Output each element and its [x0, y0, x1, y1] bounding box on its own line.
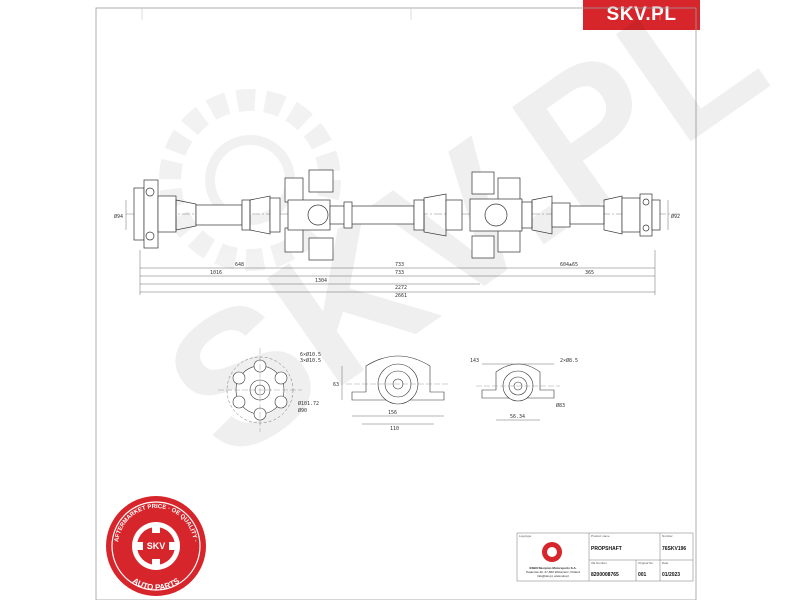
dim-label: 1304: [315, 278, 327, 284]
dim-label: Ø90: [298, 407, 307, 414]
product-value: PROPSHAFT: [591, 546, 622, 552]
side-dimensions: [125, 200, 669, 295]
watermark-gear-icon: [159, 89, 341, 271]
brand-logo[interactable]: SKV.PL: [583, 0, 700, 30]
center-bearing-1-view: [341, 355, 450, 425]
company-label: Logotype: [519, 534, 532, 538]
dim-label: 365: [585, 270, 594, 276]
dim-label: 143: [470, 358, 479, 364]
company-logo-icon: [542, 542, 562, 562]
dim-label: 2272: [395, 285, 407, 291]
propshaft-side-view: [126, 169, 680, 261]
company-web: info@skv.pl, www.skv.pl: [537, 574, 569, 578]
date-label: Date: [662, 561, 669, 565]
original-value: 001: [638, 572, 647, 578]
sheet-border: [95, 7, 697, 600]
dim-label: 3×Ø10.5: [300, 357, 321, 364]
flange-dimension-labels: 6×Ø10.5 3×Ø10.5 Ø101.72 Ø90: [298, 351, 321, 414]
flange-front-view: [218, 348, 302, 432]
dim-label: 110: [390, 426, 399, 432]
brand-label: SKV.PL: [606, 4, 677, 25]
company-address: Papierów 40, 27-600 Wolomierz, Poland: [526, 570, 580, 574]
seal-gear-icon: [137, 527, 175, 565]
dim-label: 733: [395, 270, 404, 276]
number-label: Number: [662, 534, 673, 538]
dim-label: 6×Ø10.5: [300, 351, 321, 358]
date-value: 01/2023: [662, 572, 680, 578]
dim-label: Ø101.72: [298, 400, 319, 407]
product-label: Product name: [591, 534, 610, 538]
bearing1-dimension-labels: 156 63 110: [333, 382, 399, 432]
title-block: Logotype ESEN Skorpion Motorsports S.A. …: [516, 532, 694, 582]
dim-label: 156: [388, 410, 397, 416]
seal-center-text: SKV: [147, 541, 166, 551]
dim-label: Ø94: [114, 213, 123, 220]
dim-label: 56.34: [510, 414, 525, 420]
dim-label: 63: [333, 382, 339, 388]
dim-label: 604±65: [560, 262, 578, 268]
side-dimension-labels: 648 733 604±65 1016 1304 733 365 2272 26…: [114, 213, 680, 299]
number-value: 76SKV196: [662, 546, 686, 552]
dim-label: 733: [395, 262, 404, 268]
dim-label: 2661: [395, 293, 407, 299]
original-label: Original No.: [638, 561, 654, 565]
dim-label: Ø92: [671, 213, 680, 220]
oe-label: OE Number: [591, 561, 607, 565]
center-bearing-2-view: [476, 363, 560, 421]
dim-label: 1016: [210, 270, 222, 276]
oe-value: 8200008765: [591, 572, 619, 578]
company-name: ESEN Skorpion Motorsports S.A.: [529, 566, 576, 570]
dim-label: 2×Ø8.5: [560, 357, 578, 364]
dim-label: Ø83: [556, 402, 565, 409]
auto-parts-seal: SKV AFTERMARKET PRICE · OE QUALITY · AUT…: [106, 496, 206, 596]
bearing2-dimension-labels: 2×Ø8.5 Ø83 56.34 143: [470, 357, 578, 420]
dim-label: 648: [235, 262, 244, 268]
